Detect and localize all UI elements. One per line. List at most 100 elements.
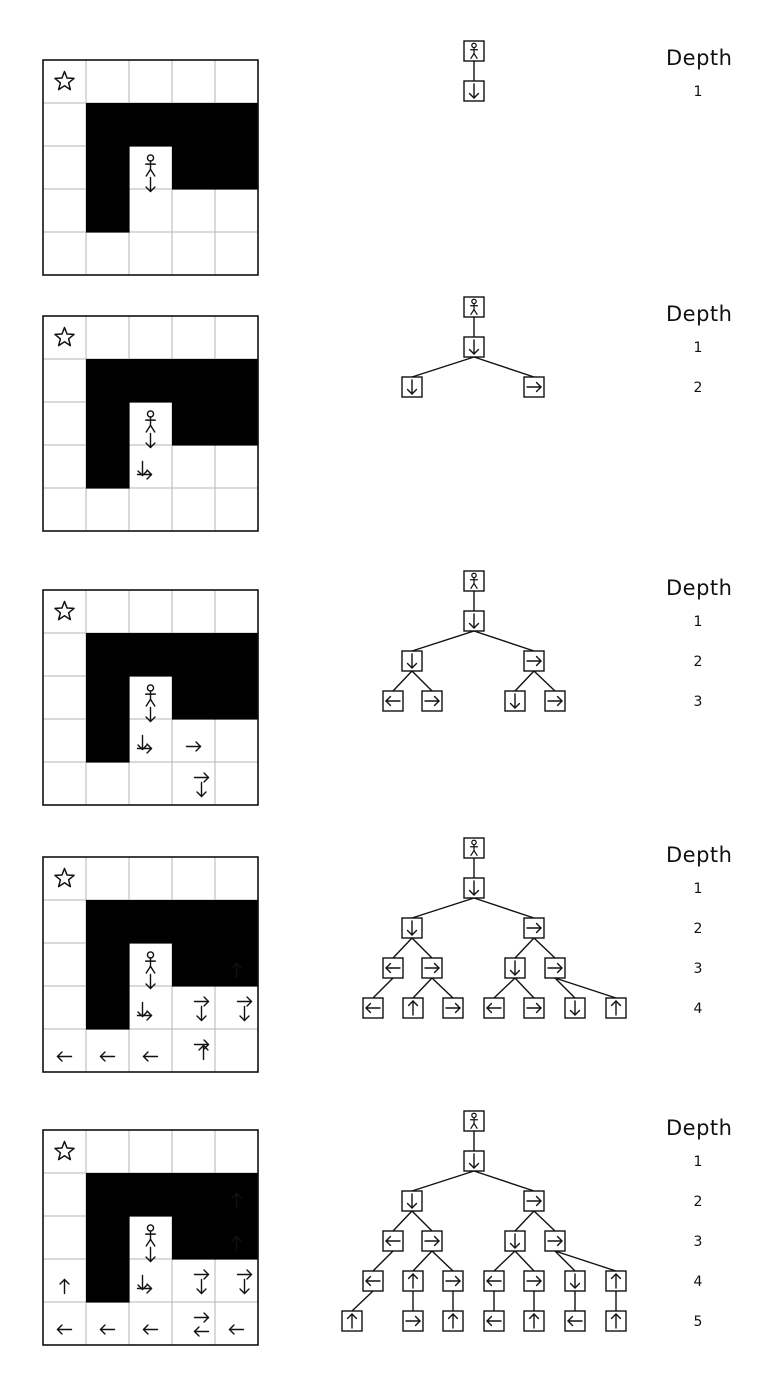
grid-border [42, 315, 259, 532]
tree-edge [554, 1250, 576, 1272]
tree-node-b2 [523, 1190, 545, 1212]
arrow-head [203, 1312, 210, 1323]
down-arrow-icon [509, 960, 521, 976]
grid-border [42, 59, 259, 276]
left-arrow-icon [142, 1051, 159, 1062]
search-tree [463, 40, 485, 102]
left-arrow-icon [56, 1051, 73, 1062]
tree-node-d3 [442, 997, 464, 1019]
left-arrow-icon [365, 1002, 381, 1014]
tree-node-r [463, 837, 485, 859]
down-arrow-icon [145, 706, 156, 723]
arrow-head [59, 1278, 70, 1285]
arrow-head [198, 1044, 209, 1051]
wall-cell [86, 676, 130, 720]
stick-figure-icon [145, 1224, 156, 1247]
up-arrow-icon [346, 1313, 358, 1329]
up-arrow-icon [407, 1273, 419, 1289]
stick-figure-icon [145, 410, 156, 433]
wall-cell [215, 146, 259, 190]
down-arrow-icon [406, 653, 418, 669]
left-leg-shape [145, 424, 152, 433]
tree-edge [392, 670, 413, 692]
down-arrow-icon [468, 1153, 480, 1169]
wall-cell [86, 445, 130, 489]
arrow-head [193, 1326, 200, 1337]
arrow-head [406, 388, 418, 395]
down-arrow-icon [569, 1000, 581, 1016]
left-leg-shape [470, 308, 475, 315]
tree-node-d3 [442, 1270, 464, 1292]
right-leg-shape [473, 52, 478, 59]
tree-edge [431, 977, 454, 999]
right-arrow-icon [236, 1269, 253, 1280]
arrow-head [137, 1284, 148, 1291]
down-arrow-icon [406, 379, 418, 395]
tree-node-d7 [605, 1270, 627, 1292]
arrow-head [406, 662, 418, 669]
right-arrow-icon [193, 996, 210, 1007]
arrow-head [486, 1315, 493, 1327]
depth-number: 4 [694, 1001, 703, 1017]
left-leg-shape [145, 1238, 152, 1247]
stick-figure-icon [469, 572, 479, 589]
tree-edge [411, 356, 475, 378]
down-arrow-icon [137, 1274, 148, 1291]
depth-number: 2 [694, 1194, 703, 1210]
up-arrow-icon [231, 1235, 242, 1252]
arrow-head [509, 1242, 521, 1249]
tree-node-d6 [564, 1270, 586, 1292]
right-arrow-icon [445, 1002, 461, 1014]
tree-edge [533, 1210, 556, 1232]
depth-number: 3 [694, 961, 703, 977]
tree-node-r [463, 40, 485, 62]
tree-node-b1 [401, 376, 423, 398]
arrow-head [146, 1010, 153, 1021]
tree-edge [473, 897, 535, 919]
wall-cell [215, 676, 259, 720]
left-arrow-icon [142, 1324, 159, 1335]
tree-node-c2 [421, 690, 443, 712]
tree-node-b1 [401, 1190, 423, 1212]
tree-node-b2 [523, 376, 545, 398]
stick-figure-icon [469, 1112, 479, 1129]
wall-cell [86, 986, 130, 1030]
arrow-head [146, 469, 153, 480]
left-arrow-icon [56, 1324, 73, 1335]
up-arrow-icon [610, 1273, 622, 1289]
arrow-head [145, 186, 156, 193]
tree-node-c1 [382, 690, 404, 712]
arrow-head [610, 1273, 622, 1280]
tree-node-c1 [382, 1230, 404, 1252]
up-arrow-icon [610, 1313, 622, 1329]
tree-edge [372, 1250, 394, 1272]
left-leg-shape [470, 52, 475, 59]
up-arrow-icon [407, 1000, 419, 1016]
tree-edge [533, 937, 556, 959]
arrow-head [468, 348, 480, 355]
left-arrow-icon [567, 1315, 583, 1327]
arrow-head [433, 1235, 440, 1247]
left-leg-shape [145, 168, 152, 177]
stick-figure-icon [145, 684, 156, 707]
right-leg-shape [149, 168, 156, 177]
depth-title: Depth [666, 843, 732, 867]
right-arrow-icon [236, 996, 253, 1007]
tree-node-d7 [605, 997, 627, 1019]
wall-cell [129, 359, 173, 403]
arrow-head [528, 1313, 540, 1320]
wall-cell [86, 189, 130, 233]
right-arrow-icon [445, 1275, 461, 1287]
down-arrow-icon [468, 339, 480, 355]
left-arrow-icon [99, 1051, 116, 1062]
down-arrow-icon [137, 460, 148, 477]
tree-node-r [463, 296, 485, 318]
right-arrow-icon [405, 1315, 421, 1327]
arrow-head [610, 1000, 622, 1007]
tree-node-d4 [483, 997, 505, 1019]
tree-node-e7 [605, 1310, 627, 1332]
